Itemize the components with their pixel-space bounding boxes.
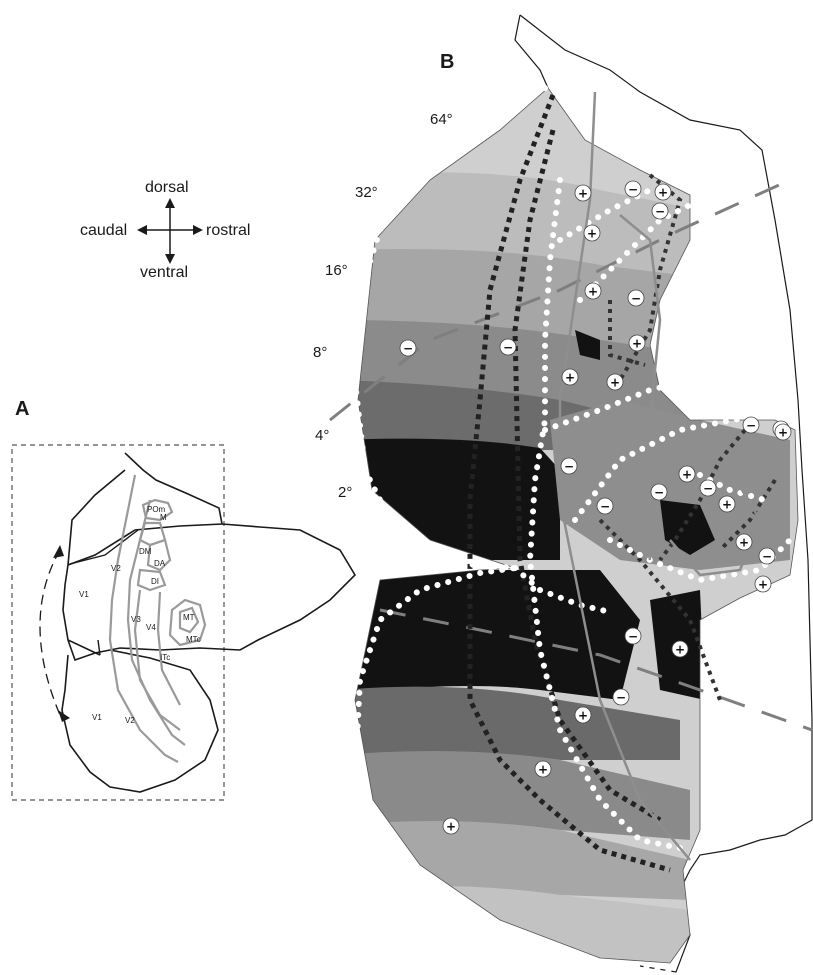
- ecc-label-64: 64°: [430, 111, 453, 128]
- marker-symbol: −: [746, 419, 756, 433]
- panel-b-letter: B: [440, 51, 454, 73]
- label-di: DI: [151, 577, 159, 586]
- marker-symbol: +: [610, 376, 620, 390]
- ecc-label-32: 32°: [355, 184, 378, 201]
- panel-a-dashed-frame: [12, 445, 224, 800]
- cortex-outline-top: [515, 15, 548, 88]
- plus-marker: +: [755, 576, 771, 592]
- label-v4: V4: [146, 623, 156, 632]
- label-dm: DM: [139, 547, 152, 556]
- marker-symbol: +: [588, 285, 598, 299]
- label-mt: MT: [183, 613, 195, 622]
- marker-symbol: −: [600, 500, 610, 514]
- ecc-label-8: 8°: [313, 344, 327, 361]
- marker-symbol: +: [632, 337, 642, 351]
- label-itc: ITc: [160, 653, 170, 662]
- panel-a-letter: A: [15, 398, 29, 420]
- marker-symbol: +: [587, 227, 597, 241]
- marker-symbol: +: [578, 187, 588, 201]
- ecc-label-2: 2°: [338, 484, 352, 501]
- plus-marker: +: [679, 466, 695, 482]
- minus-marker: −: [759, 548, 775, 564]
- plus-marker: +: [535, 761, 551, 777]
- plus-marker: +: [607, 374, 623, 390]
- marker-symbol: −: [762, 550, 772, 564]
- marker-symbol: +: [538, 763, 548, 777]
- minus-marker: −: [628, 290, 644, 306]
- minus-marker: −: [400, 340, 416, 356]
- minus-marker: −: [597, 498, 613, 514]
- label-mtc: MTc: [186, 635, 201, 644]
- marker-symbol: +: [565, 371, 575, 385]
- minus-marker: −: [651, 484, 667, 500]
- compass-arrow-down-icon: [165, 254, 175, 264]
- marker-symbol: +: [658, 186, 668, 200]
- marker-symbol: −: [503, 341, 513, 355]
- label-da: DA: [154, 559, 166, 568]
- marker-symbol: −: [616, 691, 626, 705]
- plus-marker: +: [562, 369, 578, 385]
- label-v3: V3: [131, 615, 141, 624]
- minus-marker: −: [613, 689, 629, 705]
- panel-a-lateral-brain-view: A V1 V2 V1 V2 POm M DM DA: [12, 398, 355, 800]
- label-v1-lower: V1: [92, 713, 102, 722]
- marker-symbol: −: [655, 205, 665, 219]
- ecc-label-4: 4°: [315, 427, 329, 444]
- label-v2-upper: V2: [111, 564, 121, 573]
- marker-symbol: −: [654, 486, 664, 500]
- label-v2-lower: V2: [125, 716, 135, 725]
- compass-arrow-left-icon: [137, 225, 147, 235]
- marker-symbol: −: [564, 460, 574, 474]
- compass-label-caudal: caudal: [80, 222, 127, 239]
- minus-marker: −: [652, 203, 668, 219]
- hemisphere-outline: [62, 453, 355, 792]
- marker-symbol: +: [446, 820, 456, 834]
- label-m: M: [160, 513, 167, 522]
- marker-symbol: −: [703, 482, 713, 496]
- ecc-label-16: 16°: [325, 262, 348, 279]
- minus-marker: −: [500, 339, 516, 355]
- orientation-compass: dorsal ventral caudal rostral: [80, 179, 250, 281]
- compass-arrow-up-icon: [165, 198, 175, 208]
- plus-marker: +: [719, 496, 735, 512]
- arc-arrow-down: [58, 710, 70, 722]
- band-2-upper: [340, 439, 560, 560]
- label-v1-upper: V1: [79, 590, 89, 599]
- plus-marker: +: [443, 818, 459, 834]
- eccentricity-shading: [340, 80, 810, 975]
- compass-arrow-right-icon: [193, 225, 203, 235]
- marker-symbol: +: [778, 426, 788, 440]
- marker-symbol: −: [628, 630, 638, 644]
- marker-symbol: +: [578, 709, 588, 723]
- minus-marker: −: [700, 480, 716, 496]
- rotation-arc: [40, 550, 60, 715]
- marker-symbol: +: [675, 643, 685, 657]
- plus-marker: +: [585, 283, 601, 299]
- arc-arrow-up: [53, 545, 64, 558]
- marker-symbol: −: [628, 183, 638, 197]
- marker-symbol: +: [758, 578, 768, 592]
- marker-symbol: −: [631, 292, 641, 306]
- plus-marker: +: [575, 185, 591, 201]
- marker-symbol: +: [739, 536, 749, 550]
- plus-marker: +: [672, 641, 688, 657]
- marker-symbol: −: [403, 342, 413, 356]
- minus-marker: −: [625, 628, 641, 644]
- minus-marker: −: [561, 458, 577, 474]
- marker-symbol: +: [682, 468, 692, 482]
- minus-marker: −: [625, 181, 641, 197]
- plus-marker: +: [775, 424, 791, 440]
- compass-label-rostral: rostral: [206, 222, 250, 239]
- plus-marker: +: [629, 335, 645, 351]
- plus-marker: +: [655, 184, 671, 200]
- compass-label-dorsal: dorsal: [145, 179, 189, 196]
- marker-symbol: +: [722, 498, 732, 512]
- minus-marker: −: [743, 417, 759, 433]
- plus-marker: +: [736, 534, 752, 550]
- plus-marker: +: [575, 707, 591, 723]
- plus-marker: +: [584, 225, 600, 241]
- compass-label-ventral: ventral: [140, 264, 188, 281]
- panel-b-flattened-cortex-map: B: [313, 15, 812, 975]
